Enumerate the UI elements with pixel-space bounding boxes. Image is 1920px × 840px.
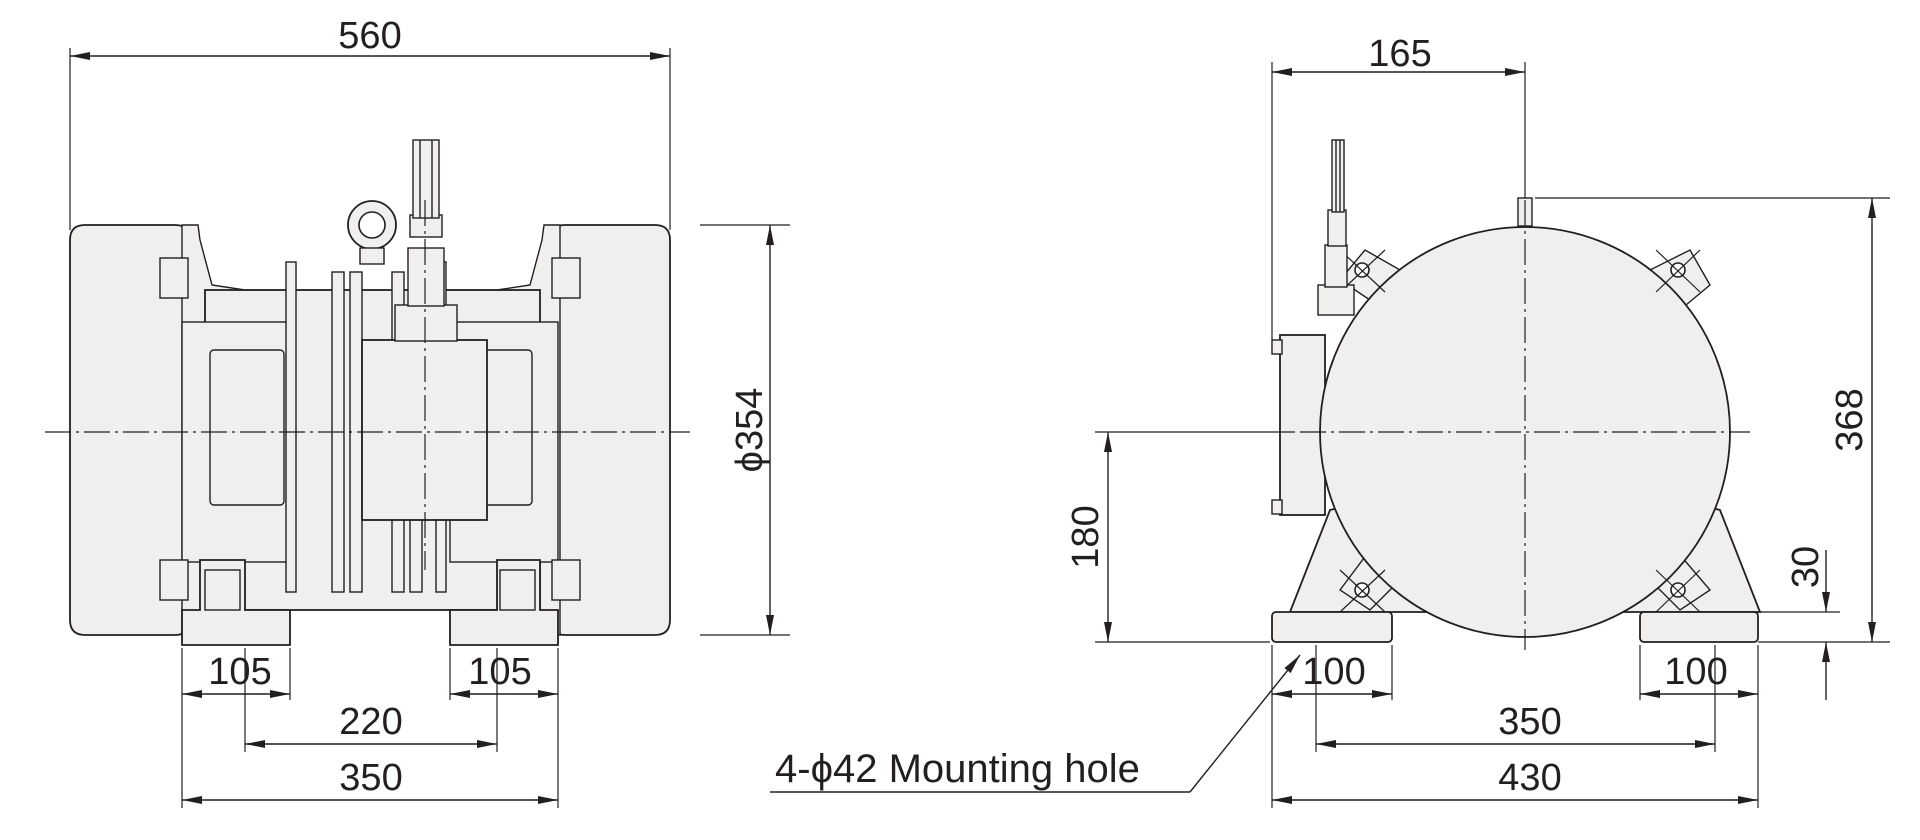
dim-foot-right: 105 [468,651,531,693]
left-end-window [209,349,285,506]
dim-foot-left: 105 [208,651,271,693]
dim-diameter: ϕ354 [729,388,771,473]
dim-foot-height: 30 [1785,546,1827,588]
eye-bolt-stem [359,247,385,265]
dim-overall-width: 560 [338,15,401,57]
cable [412,139,440,219]
right-side-foot [1639,611,1759,643]
left-end-plate [181,321,291,563]
front-view: 560 ϕ354 105 105 220 350 [45,15,790,808]
cable-gland [407,247,445,307]
dim-side-mount-span: 350 [1498,701,1561,743]
dim-overall-height: 368 [1829,388,1871,451]
dim-mount-span: 350 [339,757,402,799]
dim-inner-span: 220 [339,701,402,743]
dim-overall-base: 430 [1498,757,1561,799]
dim-top-offset: 165 [1368,33,1431,75]
terminal-box-base [394,304,458,342]
dim-side-foot-left: 100 [1302,651,1365,693]
left-side-foot [1271,611,1393,643]
dim-center-height: 180 [1065,505,1107,568]
side-terminal-box [1279,334,1326,516]
dim-side-foot-right: 100 [1664,651,1727,693]
eye-bolt-hole [358,211,386,239]
mounting-hole-callout: 4-ϕ42 Mounting hole [775,747,1140,791]
side-view: 165 368 180 30 100 100 350 430 4-ϕ42 Mou… [770,33,1890,808]
